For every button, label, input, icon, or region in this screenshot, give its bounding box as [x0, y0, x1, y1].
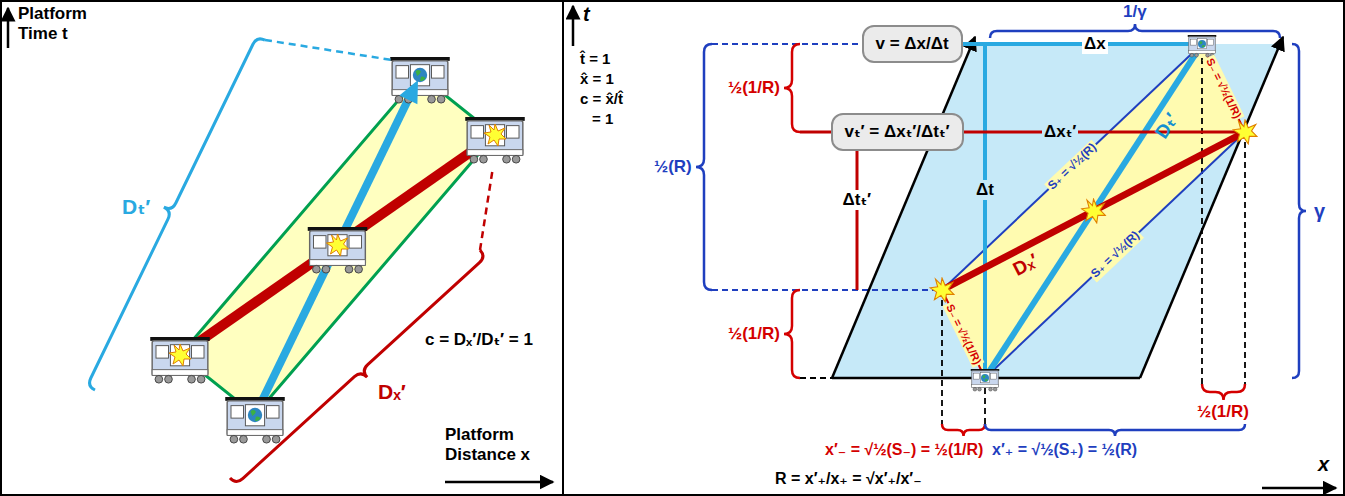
math-label: x̂ = 1	[580, 70, 614, 87]
formula-text: v = Δx/Δt	[876, 34, 949, 54]
math-label: S₊ = √½(R)	[1087, 227, 1144, 282]
math-label: Δtₜ′	[841, 190, 874, 210]
math-label: x′₊ = √½(S₊) = ½(R)	[992, 441, 1137, 459]
math-label: R = x′₊/x₊ = √x′₊/x′₋	[775, 470, 922, 488]
math-label: Dₓ′	[1009, 249, 1041, 280]
math-label: = 1	[592, 110, 613, 127]
math-label: 1/γ	[1123, 2, 1147, 22]
math-label: Dₜ′	[1151, 109, 1183, 142]
velocity-box: vₜ′ = Δxₜ′/Δtₜ′	[831, 113, 964, 151]
math-label: S₊ = √½(R)	[1044, 139, 1101, 194]
math-label: x	[1318, 453, 1329, 476]
math-label: S₋ = √½(1/R)	[1203, 54, 1245, 122]
math-label: Δxₜ′	[1042, 122, 1078, 142]
math-label: Dₜ′	[122, 195, 150, 219]
math-label: x′₋ = √½(S₋) = ½(1/R)	[825, 441, 983, 459]
math-label: Δx	[1082, 34, 1108, 54]
math-label: Dₓ′	[378, 380, 406, 404]
math-label: c = x̂/t̂	[580, 90, 623, 107]
math-label: γ	[1314, 200, 1325, 223]
math-label: c = Dₓ′/Dₜ′ = 1	[425, 330, 533, 350]
math-label: t̂ = 1	[580, 50, 610, 67]
math-label: ½(1/R)	[728, 324, 780, 344]
math-label: Δt	[974, 180, 996, 200]
math-label: ½(1/R)	[1197, 402, 1249, 422]
formula-text: vₜ′ = Δxₜ′/Δtₜ′	[845, 122, 950, 142]
math-label: Platform Time t	[18, 4, 108, 43]
math-label: ½(R)	[654, 157, 692, 177]
math-label: t	[583, 3, 590, 26]
math-label: Platform Distance x	[445, 425, 550, 464]
math-label: S₋ = √½(1/R)	[943, 300, 985, 368]
velocity-box: v = Δx/Δt	[862, 25, 963, 63]
math-label: ½(1/R)	[728, 78, 780, 98]
